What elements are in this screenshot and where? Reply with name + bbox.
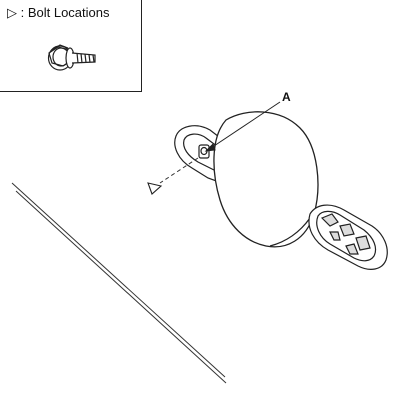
lower-mounting-bracket xyxy=(308,204,388,270)
legend-box: ▷ : Bolt Locations xyxy=(0,0,142,92)
bolt-location-leader xyxy=(159,157,199,184)
callout-a-label: A xyxy=(282,90,291,104)
bolt-a-icon xyxy=(198,144,210,159)
callout-a-leader xyxy=(204,101,281,152)
legend-text: ▷ : Bolt Locations xyxy=(7,5,110,20)
flange-bolt-icon xyxy=(47,44,96,71)
body-panel-edge xyxy=(11,182,227,384)
triangle-marker-icon xyxy=(147,182,163,195)
lamp-housing xyxy=(213,111,319,248)
